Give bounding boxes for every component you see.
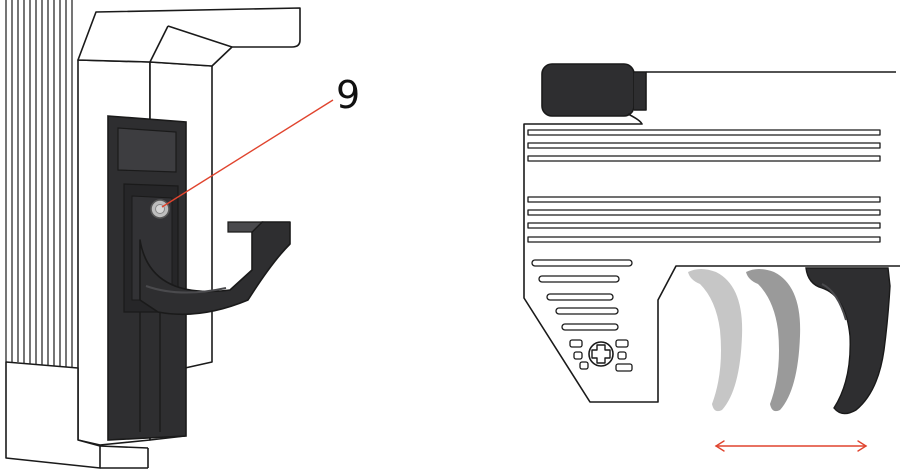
phillips-screw-icon [588, 341, 614, 367]
hook-position-1 [688, 269, 743, 412]
side-slats [5, 0, 73, 370]
callout-line [161, 99, 334, 208]
top-cap [77, 7, 301, 67]
right-top-view [523, 63, 900, 403]
base-block [5, 361, 101, 469]
hook-arm [139, 221, 291, 316]
mounting-screw-icon [150, 199, 170, 219]
double-headed-arrow-icon [714, 440, 868, 452]
hook-position-2 [746, 269, 801, 412]
top-slots [527, 129, 881, 243]
callout-number: 9 [336, 73, 360, 117]
end-knob [541, 63, 635, 117]
hook-position-current [805, 267, 891, 415]
lower-vents [531, 259, 633, 372]
